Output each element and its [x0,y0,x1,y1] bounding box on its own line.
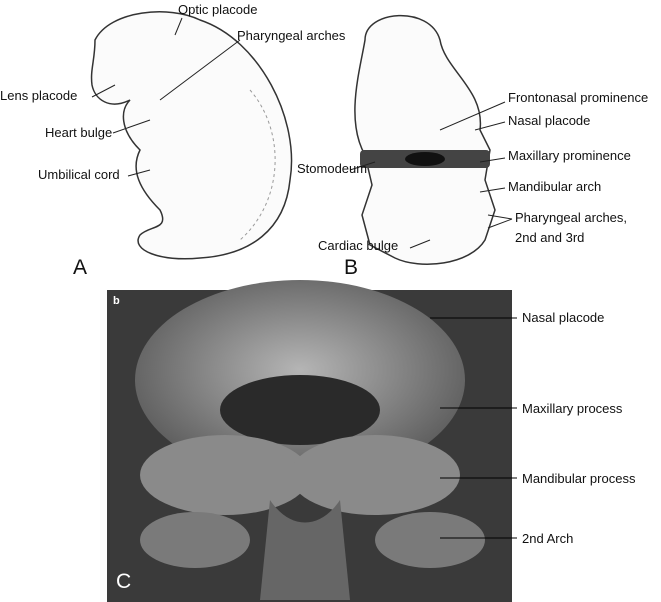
embryo-lateral-drawing [90,11,293,260]
label-2nd-arch: 2nd Arch [522,531,574,546]
label-nasal-placode-c: Nasal placode [522,310,605,325]
corner-mark: b [113,295,120,307]
label-maxillary-process: Maxillary process [522,401,623,416]
panel-letter-b: B [344,256,359,279]
label-cardiac-bulge: Cardiac bulge [318,238,399,253]
label-optic-placode: Optic placode [178,2,258,17]
label-mandibular-process: Mandibular process [522,471,636,486]
label-frontonasal-prominence: Frontonasal prominence [508,90,649,105]
panel-letter-c: C [116,570,132,593]
label-2nd-and-3rd: 2nd and 3rd [515,230,585,245]
label-heart-bulge: Heart bulge [45,125,113,140]
embryo-frontal-drawing [354,14,496,265]
label-lens-placode: Lens placode [0,88,78,103]
panel-letter-a: A [73,256,88,279]
label-stomodeum: Stomodeum [297,161,368,176]
label-nasal-placode: Nasal placode [508,113,591,128]
label-mandibular-arch: Mandibular arch [508,179,602,194]
label-pharyngeal-arches: Pharyngeal arches [237,28,346,43]
label-umbilical-cord: Umbilical cord [38,167,120,182]
leader-lines [91,17,517,539]
label-pharyngeal-arches-b: Pharyngeal arches, [515,210,628,225]
label-maxillary-prominence: Maxillary prominence [508,148,631,163]
